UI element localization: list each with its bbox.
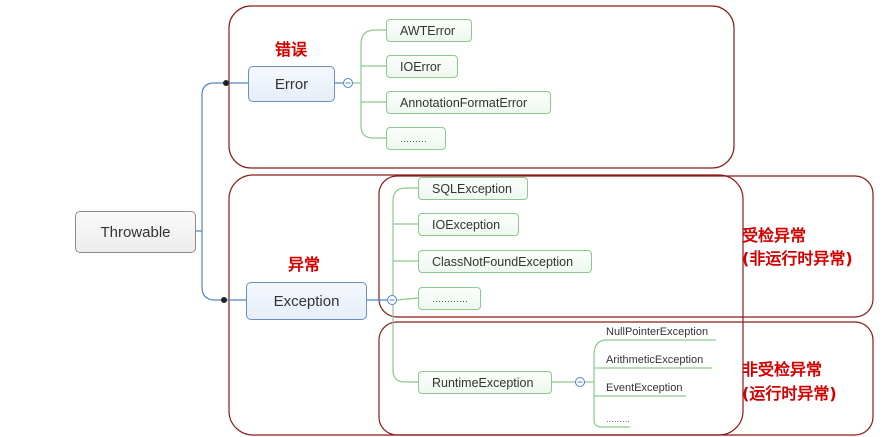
runtime-exception-node[interactable]: RuntimeException bbox=[418, 371, 552, 394]
unchecked-exception-label-line1: 非受检异常 bbox=[742, 360, 823, 379]
error-category-label: 错误 bbox=[275, 40, 308, 59]
exception-node[interactable]: Exception bbox=[246, 282, 367, 320]
root-connector bbox=[196, 82, 248, 232]
runtime-child-eventexception[interactable]: EventException bbox=[606, 382, 683, 394]
unchecked-exception-box bbox=[378, 321, 874, 436]
unchecked-exception-label-line2: (运行时异常) bbox=[742, 384, 837, 403]
runtime-child-nullpointerexception[interactable]: NullPointerException bbox=[606, 326, 709, 338]
runtime-child-arithmeticexception[interactable]: ArithmeticException bbox=[606, 354, 704, 366]
exception-leaf-connector bbox=[392, 187, 419, 383]
checked-child-classnotfoundexception[interactable]: ClassNotFoundException bbox=[418, 250, 592, 273]
error-child-awterror[interactable]: AWTError bbox=[386, 19, 472, 42]
checked-exception-label-line2: (非运行时异常) bbox=[742, 249, 853, 268]
root-connector-exception bbox=[201, 231, 247, 301]
checked-exception-label-line1: 受检异常 bbox=[742, 226, 807, 245]
error-child-ellipsis[interactable]: ……… bbox=[386, 127, 446, 150]
error-junction-dot bbox=[223, 80, 229, 86]
checked-child-ellipsis[interactable]: ………… bbox=[418, 287, 481, 310]
throwable-node[interactable]: Throwable bbox=[75, 211, 196, 253]
runtime-child-ellipsis[interactable]: ……… bbox=[606, 414, 630, 424]
error-node[interactable]: Error bbox=[248, 66, 335, 102]
checked-child-sqlexception[interactable]: SQLException bbox=[418, 177, 528, 200]
runtime-leaf-connector bbox=[584, 339, 716, 428]
checked-child-ioexception[interactable]: IOException bbox=[418, 213, 519, 236]
error-child-ioerror[interactable]: IOError bbox=[386, 55, 458, 78]
exception-category-label: 异常 bbox=[288, 255, 321, 274]
error-leaf-connector bbox=[352, 29, 386, 139]
error-group-box bbox=[228, 5, 735, 169]
error-child-annotationformaterror[interactable]: AnnotationFormatError bbox=[386, 91, 551, 114]
checked-exception-box bbox=[378, 175, 874, 318]
exception-junction-dot bbox=[221, 297, 227, 303]
